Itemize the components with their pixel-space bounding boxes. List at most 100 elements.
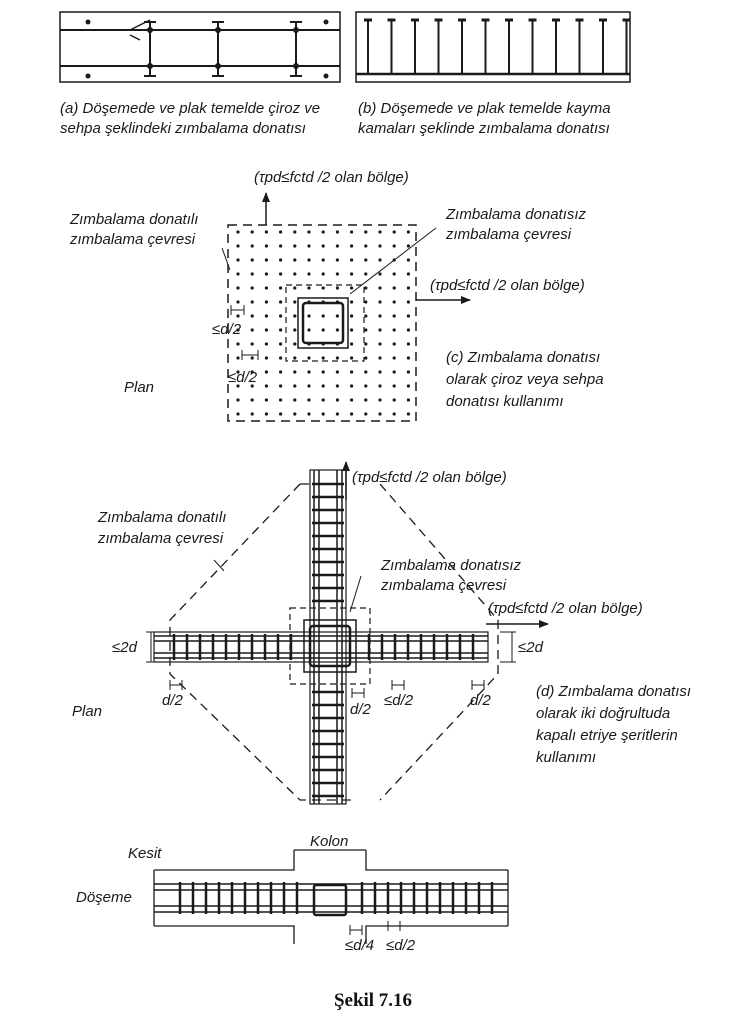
panel-c-reinforcement-dot (364, 286, 368, 290)
panel-c-reinforcement-dot (250, 328, 254, 332)
panel-c-reinforcement-dot (406, 300, 410, 304)
panel-c-reinforcement-dot (392, 412, 396, 416)
panel-c-reinforcement-dot (264, 412, 268, 416)
panel-c-reinforcement-dot (364, 230, 368, 234)
panel-c-reinforcement-dot (321, 314, 325, 318)
panel-c-reinforcement-dot (364, 314, 368, 318)
panel-c-reinforcement-dot (236, 314, 240, 318)
panel-c-reinforcement-dot (406, 398, 410, 402)
panel-c-reinforcement-dot (364, 384, 368, 388)
panel-c-reinforcement-dot (293, 342, 297, 346)
panel-a-dot (85, 73, 91, 79)
panel-c-reinforcement-dot (279, 356, 283, 360)
panel-c-reinforcement-dot (335, 286, 339, 290)
panel-c-reinforcement-dot (307, 384, 311, 388)
panel-c-reinforcement-dot (378, 356, 382, 360)
panel-c-reinforcement-dot (378, 272, 382, 276)
panel-c-reinforcement-dot (364, 398, 368, 402)
panel-c-reinforcement-dot (307, 286, 311, 290)
panel-c-reinforcement-dot (364, 300, 368, 304)
panel-c-reinforcement-dot (279, 370, 283, 374)
panel-c-reinforcement-dot (293, 258, 297, 262)
panel-c-reinforcement-dot (236, 328, 240, 332)
panel-c-reinforcement-dot (236, 342, 240, 346)
panel-c-reinforcement-dot (250, 314, 254, 318)
figure-caption: Şekil 7.16 (334, 990, 412, 1011)
panel-a-caption-line2: sehpa şeklindeki zımbalama donatısı (60, 120, 306, 137)
panel-c-reinforcement-dot (321, 398, 325, 402)
panel-d-vertical-strip (309, 469, 347, 805)
panel-c-reinforcement-dot (307, 370, 311, 374)
panel-c-reinforcement-dot (293, 300, 297, 304)
panel-c-reinforcement-dot (321, 272, 325, 276)
panel-c-desc-line3: donatısı kullanımı (446, 393, 564, 410)
panel-c-reinforcement-dot (406, 230, 410, 234)
panel-c-reinforcement-dot (406, 286, 410, 290)
panel-c-reinforcement-dot (335, 328, 339, 332)
panel-c-reinforcement-dot (264, 258, 268, 262)
panel-d-dim-center-1: d/2 (350, 701, 372, 718)
panel-c-reinforcement-dot (392, 272, 396, 276)
panel-c-reinforcement-dot (321, 356, 325, 360)
panel-c-reinforcement-dot (392, 356, 396, 360)
panel-a-dot (323, 73, 329, 79)
panel-c-reinforcement-dot (350, 328, 354, 332)
panel-b-caption-line2: kamaları şeklinde zımbalama donatısı (358, 120, 610, 137)
panel-c-reinforcement-dot (350, 398, 354, 402)
panel-c-reinforcement-dot (279, 328, 283, 332)
panel-c-reinforcement-dot (307, 412, 311, 416)
panel-d-zone-top-label: (τpd≤fctd /2 olan bölge) (352, 469, 507, 486)
panel-c-reinforcement-dot (293, 244, 297, 248)
panel-c-reinforcement-dot (350, 370, 354, 374)
panel-c-reinforcement-dot (378, 342, 382, 346)
panel-c-reinforcement-dot (321, 230, 325, 234)
panel-c-reinforcement-dot (279, 398, 283, 402)
panel-c-reinforcement-dot (350, 342, 354, 346)
panel-c-reinforcement-dot (350, 300, 354, 304)
panel-a-bar-dot (215, 63, 221, 69)
section-kesit-label: Kesit (128, 845, 162, 862)
panel-c-reinforcement-dot (236, 286, 240, 290)
panel-c-reinforcement-dot (335, 272, 339, 276)
panel-c-reinforcement-dot (250, 370, 254, 374)
panel-c-reinforcement-dot (279, 286, 283, 290)
panel-c-reinforcement-dot (378, 314, 382, 318)
panel-c-reinforcement-dot (307, 244, 311, 248)
panel-c-reinforcement-dot (279, 244, 283, 248)
panel-c-reinforcement-dot (236, 244, 240, 248)
panel-c-desc-line1: (c) Zımbalama donatısı (446, 349, 600, 366)
panel-c-reinforcement-dot (321, 258, 325, 262)
panel-c-reinforcement-dot (378, 286, 382, 290)
panel-c-reinforcement-dot (279, 314, 283, 318)
panel-c-reinforcement-dot (350, 230, 354, 234)
panel-c-reinforcement-dot (392, 286, 396, 290)
panel-d-plan-label: Plan (72, 703, 102, 720)
panel-d-without-reinf-line1: Zımbalama donatısız (380, 557, 522, 574)
panel-c-reinforcement-dot (236, 258, 240, 262)
panel-a-dot (323, 19, 329, 25)
panel-c-reinforcement-dot (279, 272, 283, 276)
panel-c-reinforcement-dot (335, 356, 339, 360)
panel-c-reinforcement-dot (364, 412, 368, 416)
panel-c-reinforcement-dot (264, 342, 268, 346)
panel-c-reinforcement-dot (307, 328, 311, 332)
panel-c-reinforcement-dot (250, 258, 254, 262)
panel-c-reinforcement-dot (335, 314, 339, 318)
panel-c-reinforcement-dot (350, 384, 354, 388)
panel-a-bar-dot (147, 63, 153, 69)
panel-c-reinforcement-dot (307, 272, 311, 276)
panel-c-reinforcement-dot (335, 258, 339, 262)
panel-d-horizontal-strip (153, 631, 489, 663)
panel-c-reinforcement-dot (378, 328, 382, 332)
panel-c-reinforcement-dot (335, 412, 339, 416)
panel-c-reinforcement-dot (321, 286, 325, 290)
panel-a-caption-line1: (a) Döşemede ve plak temelde çiroz ve (60, 100, 320, 117)
panel-b-caption-line1: (b) Döşemede ve plak temelde kayma (358, 100, 611, 117)
panel-c-reinforcement-dot (264, 398, 268, 402)
panel-c-reinforcement-dot (364, 258, 368, 262)
panel-c-reinforcement-dot (321, 328, 325, 332)
panel-c-reinforcement-dot (406, 244, 410, 248)
panel-c-reinforcement-dot (392, 244, 396, 248)
section-doseme-label: Döşeme (76, 889, 132, 906)
